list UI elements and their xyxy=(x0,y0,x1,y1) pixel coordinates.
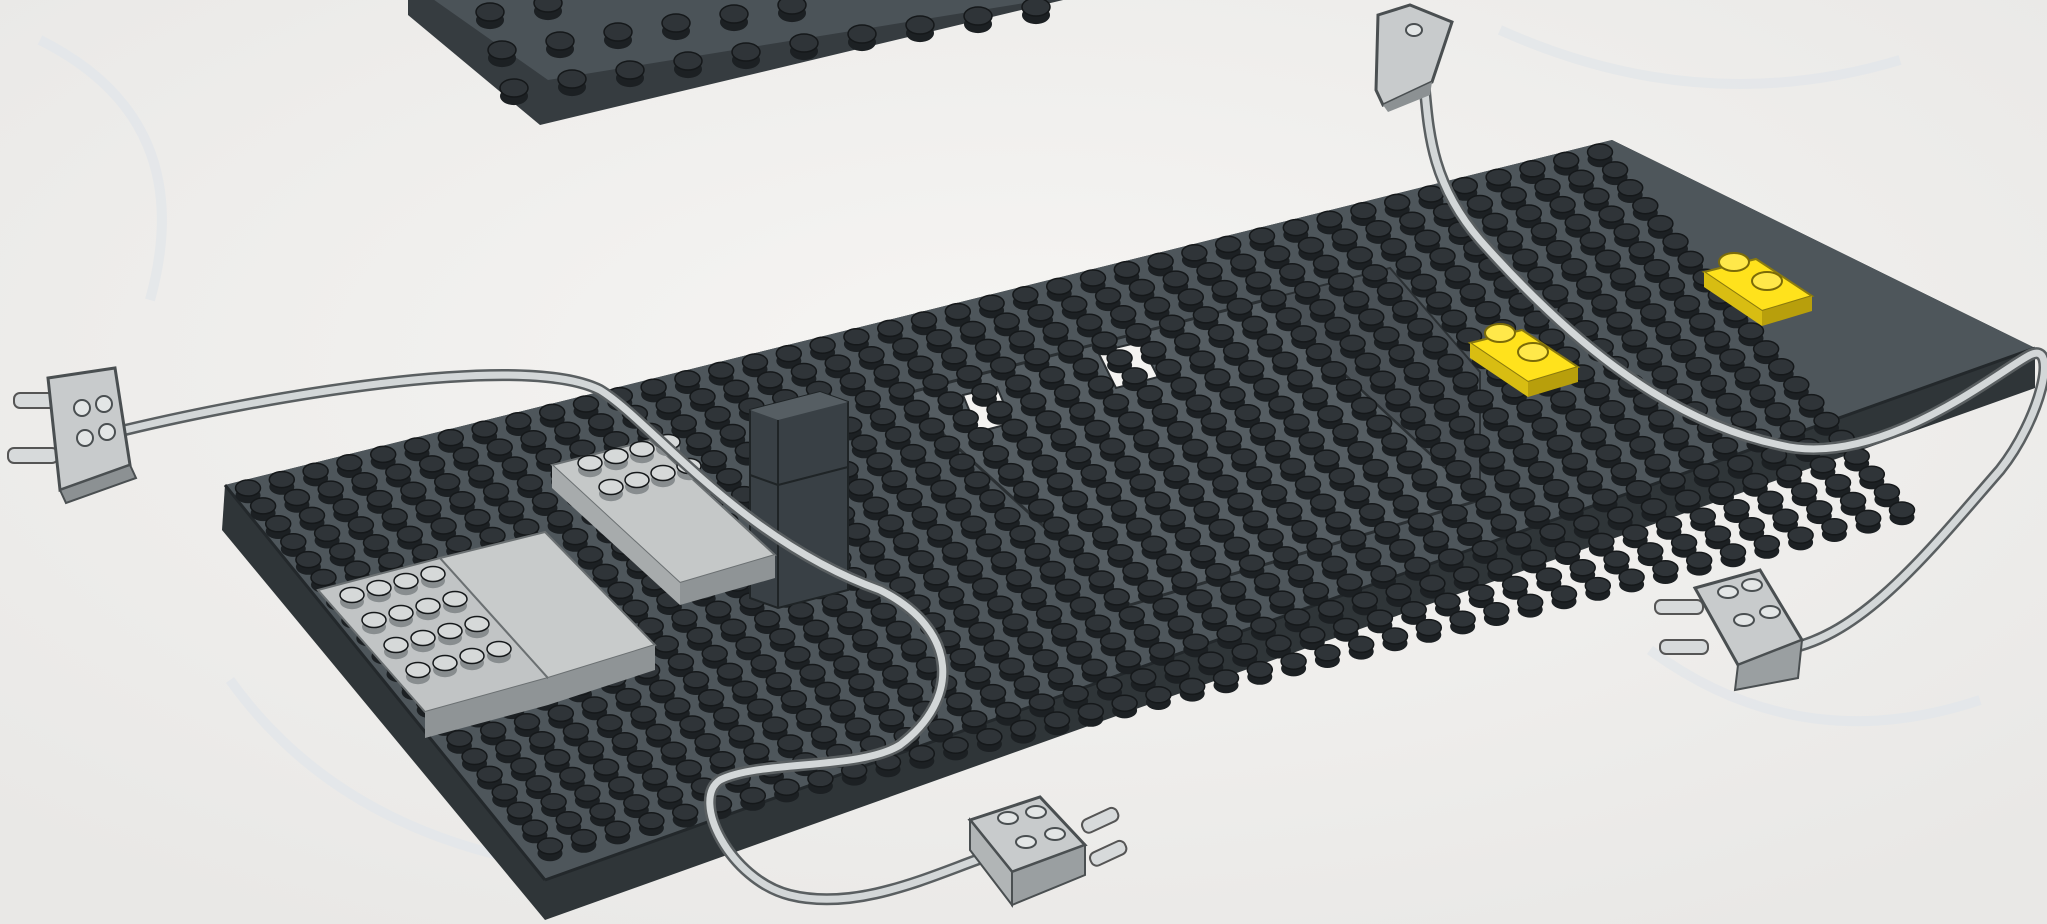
stud xyxy=(1687,552,1712,575)
stud xyxy=(808,771,833,794)
stud xyxy=(476,3,504,29)
stud xyxy=(720,5,748,31)
stud xyxy=(1552,586,1577,609)
stud xyxy=(465,617,489,639)
stud xyxy=(443,592,467,614)
stud xyxy=(1721,544,1746,567)
stud xyxy=(1518,594,1543,617)
stud xyxy=(421,567,445,589)
stud xyxy=(488,41,516,67)
stud xyxy=(977,729,1002,752)
stud xyxy=(538,838,563,861)
stud xyxy=(790,34,818,60)
stud xyxy=(416,599,440,621)
stud xyxy=(906,16,934,42)
stud xyxy=(411,631,435,653)
stud xyxy=(964,7,992,33)
stud xyxy=(1022,0,1050,24)
stud xyxy=(1484,603,1509,626)
stud xyxy=(1754,536,1779,559)
stud xyxy=(1180,678,1205,701)
stud xyxy=(1619,569,1644,592)
stud xyxy=(558,70,586,96)
stud xyxy=(384,638,408,660)
stud xyxy=(651,466,675,488)
stud xyxy=(367,581,391,603)
stud xyxy=(639,813,664,836)
stud xyxy=(1112,695,1137,718)
stud xyxy=(438,624,462,646)
stud xyxy=(604,449,628,471)
stud xyxy=(674,52,702,78)
stud xyxy=(1247,662,1272,685)
stud xyxy=(500,79,528,105)
stud xyxy=(1045,712,1070,735)
stud xyxy=(732,43,760,69)
stud xyxy=(1585,578,1610,601)
stud xyxy=(943,737,968,760)
stud xyxy=(578,456,602,478)
stud xyxy=(1011,720,1036,743)
stud xyxy=(774,779,799,802)
stud xyxy=(1349,636,1374,659)
stud xyxy=(848,25,876,51)
stud xyxy=(1822,519,1847,542)
stud xyxy=(362,613,386,635)
stud xyxy=(630,442,654,464)
stud xyxy=(487,642,511,664)
stud xyxy=(604,23,632,49)
stud xyxy=(460,649,484,671)
stud xyxy=(433,656,457,678)
stud xyxy=(1450,611,1475,634)
stud xyxy=(394,574,418,596)
stud xyxy=(740,788,765,811)
stud xyxy=(1653,561,1678,584)
stud xyxy=(599,480,623,502)
stud xyxy=(1281,653,1306,676)
stud xyxy=(1890,502,1915,525)
stud xyxy=(1146,687,1171,710)
stud xyxy=(625,473,649,495)
stud xyxy=(534,0,562,20)
stud xyxy=(662,14,690,40)
stud xyxy=(389,606,413,628)
stud xyxy=(778,0,806,22)
stud xyxy=(1856,510,1881,533)
stud xyxy=(909,746,934,769)
stud xyxy=(1078,704,1103,727)
stud xyxy=(616,61,644,87)
stud xyxy=(1214,670,1239,693)
stud xyxy=(1315,645,1340,668)
stud xyxy=(1416,620,1441,643)
stud xyxy=(673,804,698,827)
stud xyxy=(406,663,430,685)
stud xyxy=(605,821,630,844)
stud xyxy=(546,32,574,58)
stud xyxy=(340,588,364,610)
stud xyxy=(1788,527,1813,550)
stud xyxy=(1383,628,1408,651)
stud xyxy=(571,830,596,853)
